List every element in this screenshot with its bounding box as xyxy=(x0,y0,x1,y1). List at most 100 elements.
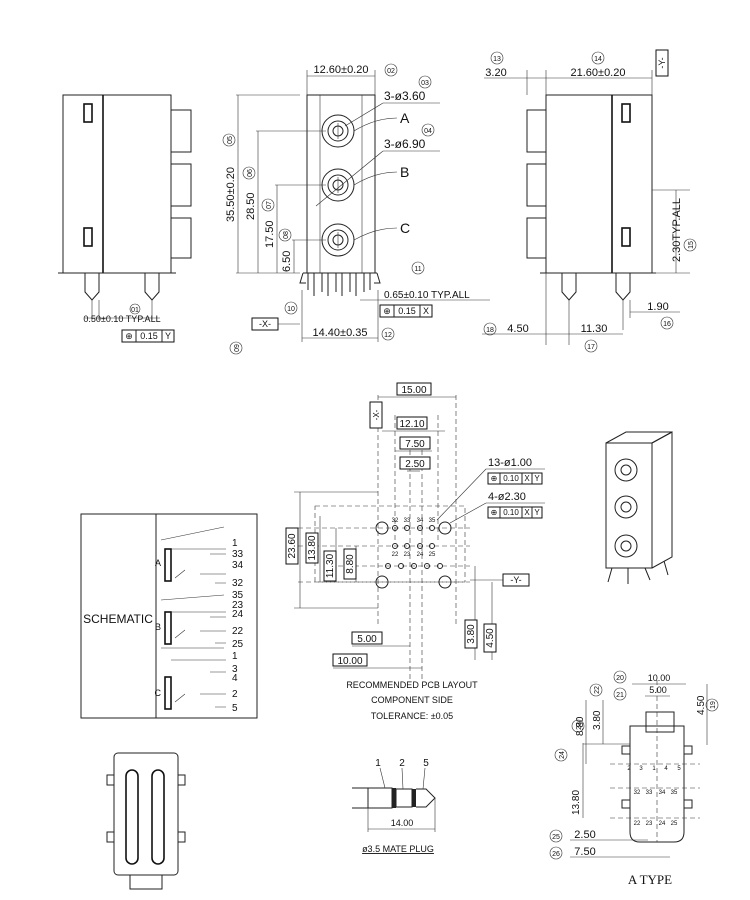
callout-19: 19 xyxy=(710,701,717,709)
dim-11-30: 11.30 xyxy=(581,323,608,335)
callout-10: 10 xyxy=(287,306,295,313)
callout-11: 11 xyxy=(414,266,421,273)
plug-caption: ø3.5 MATE PLUG xyxy=(362,844,434,854)
pcb-dim-8-80: 8.80 xyxy=(345,554,356,574)
plug-label-5: 5 xyxy=(423,758,429,769)
callout-23: 23 xyxy=(576,722,583,730)
atype-dim-5-00: 5.00 xyxy=(649,685,667,695)
jack-a xyxy=(321,114,355,148)
pcb-gtol-large-y: Y xyxy=(534,508,540,517)
callout-06: 06 xyxy=(247,169,254,177)
schematic-pin-a35: 35 xyxy=(232,590,244,601)
pcb-caption-line2: COMPONENT SIDE xyxy=(371,695,453,705)
atype-dim-13-80: 13.80 xyxy=(571,790,582,815)
pcb-gtol-large: ⊕ 0.10 X Y xyxy=(487,506,543,519)
dim-4-50: 4.50 xyxy=(507,323,528,335)
dim-6-50: 6.50 xyxy=(281,251,293,272)
gtol-y-value: 0.15 xyxy=(140,331,158,341)
callout-26: 26 xyxy=(552,851,560,858)
bottom-view xyxy=(106,752,186,890)
callout-09: 09 xyxy=(234,344,241,352)
pcb-gtol-large-x: X xyxy=(524,508,530,517)
datum-y-label: -Y- xyxy=(657,57,667,68)
atype-pin-2: 2 xyxy=(627,766,631,772)
callout-24: 24 xyxy=(559,751,566,759)
schematic-pin-b23: 23 xyxy=(232,600,244,611)
callout-05: 05 xyxy=(227,136,234,144)
pcb-pin-35: 35 xyxy=(429,518,436,524)
atype-pin-3: 3 xyxy=(639,766,643,772)
schematic-pin-a34: 34 xyxy=(232,560,244,571)
pcb-large-hole-note: 4-ø2.30 xyxy=(488,491,526,503)
schematic-pin-c3: 3 xyxy=(232,664,238,675)
pcb-pin-25: 25 xyxy=(429,552,436,558)
dim-1-90: 1.90 xyxy=(647,301,668,313)
atype-pin-1: 1 xyxy=(652,766,656,772)
callout-12: 12 xyxy=(384,332,392,339)
atype-pin-23: 23 xyxy=(646,821,653,827)
pcb-dim-7-50: 7.50 xyxy=(405,439,425,450)
callout-01 xyxy=(129,303,141,315)
lead-pitch-dim: 0.50±0.10 TYP.ALL xyxy=(83,314,160,324)
callout-20: 20 xyxy=(616,675,624,682)
pcb-gtol-small-y: Y xyxy=(534,474,540,483)
pcb-dim-12-10: 12.10 xyxy=(399,419,424,430)
pcb-datum-x-label: -X- xyxy=(372,409,381,420)
pcb-pin-34: 34 xyxy=(417,518,424,524)
pcb-gtol-small-value: 0.10 xyxy=(503,474,519,483)
pcb-datum-x-box xyxy=(369,401,383,429)
gtol-frame-x: ⊕ 0.15 X xyxy=(379,304,433,318)
atype-pin-35: 35 xyxy=(671,790,678,796)
plug-length-dim: 14.00 xyxy=(391,818,414,828)
pcb-dim-15-00: 15.00 xyxy=(401,385,426,396)
pcb-dim-4-50: 4.50 xyxy=(485,628,496,648)
callout-21: 21 xyxy=(616,692,624,699)
callout-13: 13 xyxy=(493,56,501,63)
pcb-dim-2-50: 2.50 xyxy=(405,459,425,470)
schematic-pin-c2: 2 xyxy=(232,689,238,700)
port-b-label: B xyxy=(400,164,409,180)
schematic-pin-c1: 1 xyxy=(232,651,238,662)
front-base-dim: 14.40±0.35 xyxy=(313,327,368,339)
pcb-layout: 32 33 34 35 22 23 24 25 15.00 12.10 7.50… xyxy=(285,382,545,721)
schematic-pin-b25: 25 xyxy=(232,639,244,650)
schematic-port-b: B xyxy=(155,622,161,632)
schematic-port-a: A xyxy=(155,558,161,568)
schematic-pin-c5: 5 xyxy=(232,703,238,714)
schematic-port-c: C xyxy=(155,688,162,698)
port-a-label: A xyxy=(400,110,410,126)
pcb-dim-5-00: 5.00 xyxy=(357,634,377,645)
iso-view xyxy=(605,431,673,584)
pcb-pin-33: 33 xyxy=(404,518,411,524)
atype-dim-7-50: 7.50 xyxy=(574,846,595,858)
callout-18: 18 xyxy=(486,327,494,334)
pcb-gtol-large-value: 0.10 xyxy=(503,508,519,517)
atype-pin-22: 22 xyxy=(634,821,641,827)
callout-22: 22 xyxy=(594,686,601,694)
atype-dim-8-80: 8.80 xyxy=(575,716,586,736)
dim-21-60: 21.60±0.20 xyxy=(571,67,626,79)
gtol-x-symbol: ⊕ xyxy=(383,306,391,316)
atype-dim-4-50: 4.50 xyxy=(696,695,707,715)
callout-03: 03 xyxy=(421,80,429,87)
plug-label-1: 1 xyxy=(375,758,381,769)
pcb-pin-23: 23 xyxy=(404,552,411,558)
atype-dim-10-00: 10.00 xyxy=(648,673,671,683)
pcb-gtol-small-symbol: ⊕ xyxy=(491,474,498,483)
atype-pin-25: 25 xyxy=(671,821,678,827)
callout-15: 15 xyxy=(688,241,695,249)
callout-17: 17 xyxy=(587,344,595,351)
dim-2-30: 2.30TYP.ALL xyxy=(671,198,683,262)
schematic-pin-b22: 22 xyxy=(232,626,244,637)
callout-14: 14 xyxy=(594,56,602,63)
pcb-dim-13-80: 13.80 xyxy=(307,535,318,560)
dim-17-50: 17.50 xyxy=(264,220,276,248)
dim-3-20: 3.20 xyxy=(485,67,506,79)
gtol-y-datum: Y xyxy=(165,331,171,341)
atype-pin-32: 32 xyxy=(634,790,641,796)
pcb-datum-y-label: -Y- xyxy=(510,575,521,585)
schematic-title: SCHEMATIC xyxy=(83,612,153,626)
atype-dim-2-50: 2.50 xyxy=(574,829,595,841)
datum-x-label: -X- xyxy=(259,319,271,329)
